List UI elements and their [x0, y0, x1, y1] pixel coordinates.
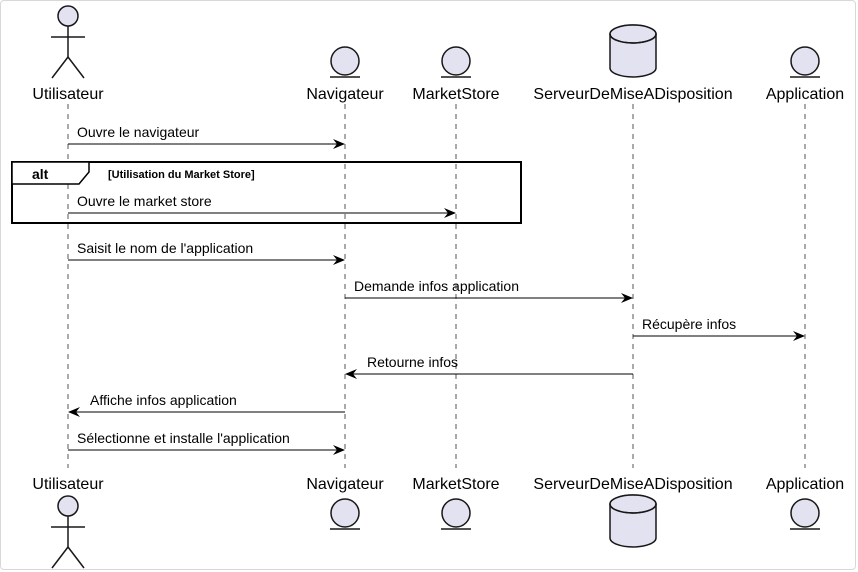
message-label: Affiche infos application [90, 392, 237, 408]
fragment-frame [11, 161, 522, 224]
participant-marketstore-top: MarketStore [412, 46, 500, 103]
participant-label: MarketStore [412, 476, 499, 493]
entity-icon [441, 46, 471, 78]
message-4: Demande infos application [345, 278, 633, 303]
participant-serveur-top: ServeurDeMiseADisposition [533, 24, 733, 103]
participant-label: Utilisateur [32, 476, 104, 493]
message-label: Demande infos application [354, 278, 519, 294]
message-label: Ouvre le navigateur [77, 124, 200, 140]
participant-serveur-bottom: ServeurDeMiseADisposition [533, 476, 733, 548]
participant-label: Application [766, 476, 844, 493]
message-label: Sélectionne et installe l'application [77, 430, 290, 446]
participant-application-bottom: Application [766, 476, 844, 530]
entity-icon [790, 46, 820, 78]
message-label: Récupère infos [642, 316, 736, 332]
message-3: Saisit le nom de l'application [68, 240, 345, 265]
fragment-keyword: alt [32, 166, 49, 182]
participant-application-top: Application [766, 46, 844, 103]
participant-navigateur-bottom: Navigateur [306, 476, 384, 530]
message-5: Récupère infos [633, 316, 805, 341]
participant-label: Navigateur [306, 86, 384, 103]
fragment-tab [11, 161, 90, 185]
message-label: Ouvre le market store [77, 193, 212, 209]
message-label: Retourne infos [367, 354, 458, 370]
actor-head [57, 495, 79, 517]
participant-utilisateur-top: Utilisateur [32, 5, 104, 103]
participant-label: ServeurDeMiseADisposition [533, 476, 732, 493]
entity-icon [330, 498, 360, 530]
participant-navigateur-top: Navigateur [306, 46, 384, 103]
entity-icon [330, 46, 360, 78]
message-label: Saisit le nom de l'application [77, 240, 253, 256]
entity-icon [790, 498, 820, 530]
participant-label: Application [766, 86, 844, 103]
fragment-guard: [Utilisation du Market Store] [108, 169, 255, 181]
message-8: Sélectionne et installe l'application [68, 430, 345, 455]
alt-fragment: alt [Utilisation du Market Store] [11, 161, 522, 224]
participant-label: MarketStore [412, 86, 499, 103]
participants: UtilisateurUtilisateurNavigateurNavigate… [32, 5, 844, 569]
participant-label: Utilisateur [32, 86, 104, 103]
participant-utilisateur-bottom: Utilisateur [32, 476, 104, 569]
participant-marketstore-bottom: MarketStore [412, 476, 500, 530]
message-1: Ouvre le navigateur [68, 124, 345, 149]
entity-icon [441, 498, 471, 530]
database-icon [609, 494, 657, 548]
actor-icon [51, 495, 85, 569]
message-2: Ouvre le market store [68, 193, 456, 218]
participant-label: ServeurDeMiseADisposition [533, 86, 732, 103]
actor-head [57, 5, 79, 27]
participant-label: Navigateur [306, 476, 384, 493]
message-6: Retourne infos [345, 354, 633, 379]
database-icon [609, 24, 657, 78]
actor-icon [51, 5, 85, 79]
message-7: Affiche infos application [68, 392, 345, 417]
